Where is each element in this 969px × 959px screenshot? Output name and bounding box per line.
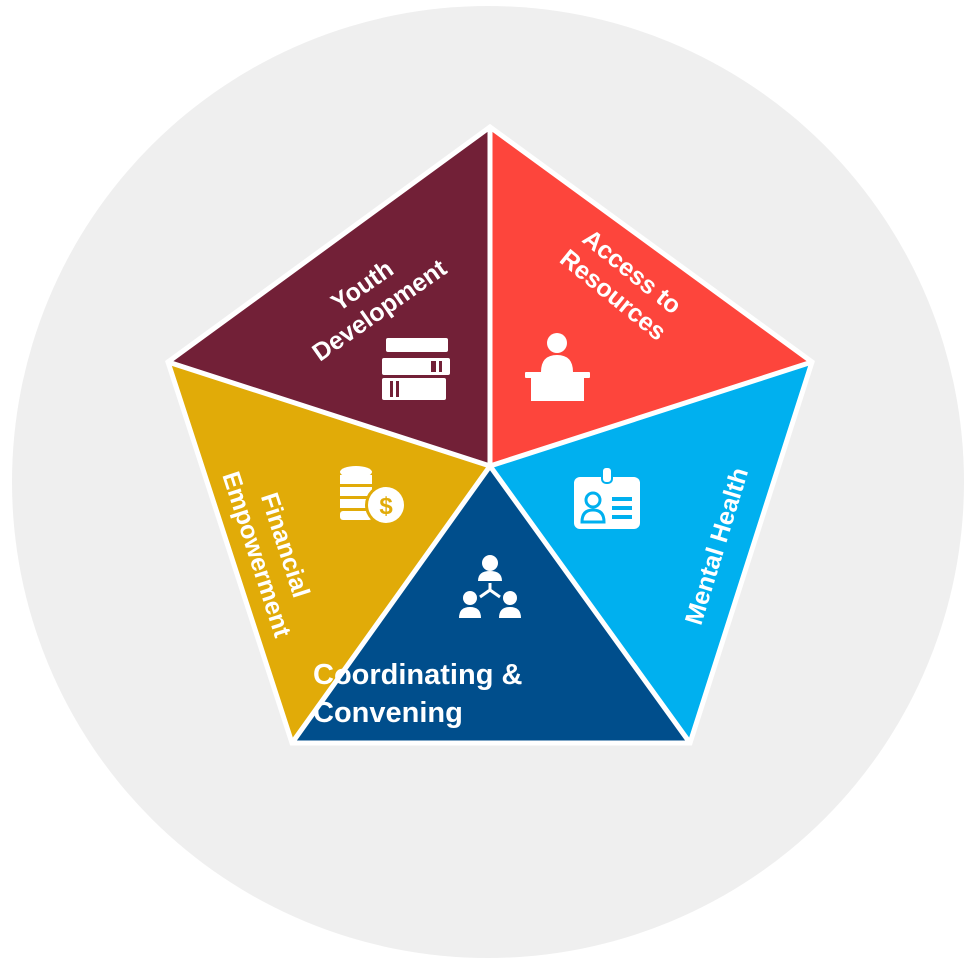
segment-mental-health: [490, 362, 812, 743]
segment-financial-empowerment: [168, 362, 490, 743]
coordinating-convening-line1: Coordinating &: [313, 659, 522, 691]
svg-text:$: $: [379, 493, 393, 520]
reception-desk-icon: [525, 333, 590, 401]
books-icon: [382, 338, 450, 400]
coins-dollar-icon: $: [340, 466, 407, 526]
id-badge-icon: [574, 466, 640, 529]
team-network-icon: [459, 555, 521, 618]
pentagon: [165, 123, 815, 746]
coordinating-convening-line2: Convening: [313, 697, 463, 729]
segment-dividers: [165, 123, 815, 746]
segment-coordinating-convening: [292, 466, 690, 743]
